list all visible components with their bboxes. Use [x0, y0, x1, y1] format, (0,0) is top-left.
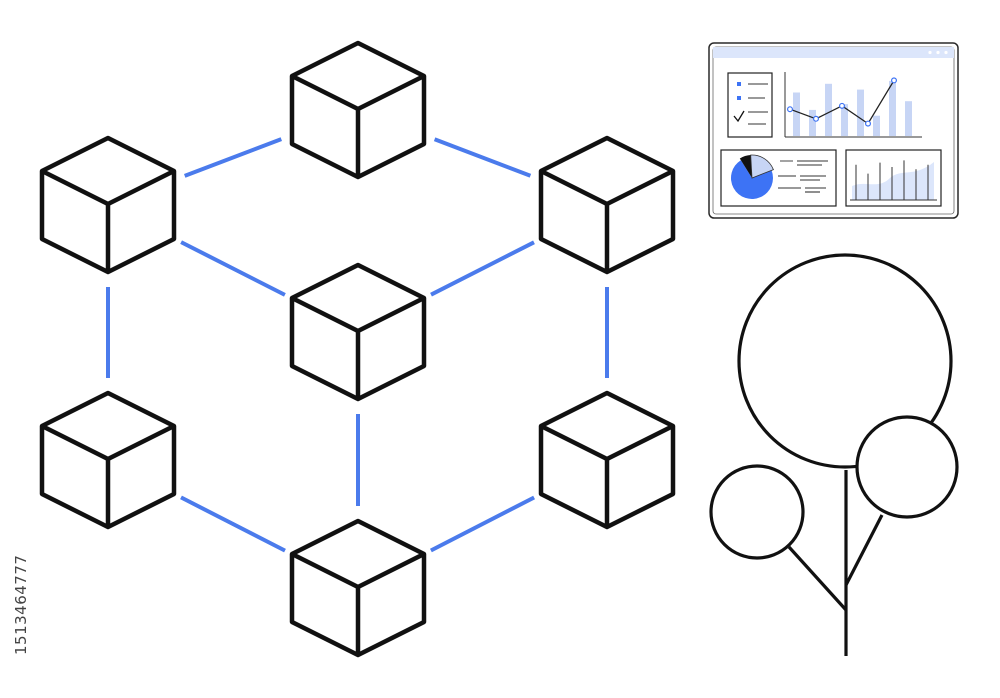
stock-id-watermark: 1513464777 [10, 460, 34, 660]
connector-top-upper-left [183, 137, 283, 178]
area-shape [852, 162, 934, 200]
tree-crown-large [737, 253, 953, 469]
trend-point-2 [812, 115, 819, 122]
checklist-marker-1 [737, 82, 741, 86]
pie-slice-2 [739, 155, 752, 178]
analytics-dashboard [708, 42, 959, 219]
tree-crown-medium-right [855, 415, 959, 519]
tree-branch-right [844, 514, 884, 586]
window-dot-3 [944, 50, 948, 55]
stock-id-text: 1513464777 [12, 554, 30, 655]
connector-top-upper-right [433, 137, 532, 178]
window-dot-2 [936, 50, 940, 55]
network-nodes [39, 40, 676, 658]
bar-6 [873, 115, 880, 136]
check-icon [733, 110, 745, 123]
window-dot-1 [928, 50, 932, 55]
cube-top [289, 40, 427, 180]
trend-point-3 [838, 102, 845, 109]
monitor-title-bar [713, 47, 954, 58]
cube-upper-left [39, 135, 177, 275]
bar-2 [809, 109, 816, 136]
trend-point-5 [890, 77, 897, 84]
cube-lower-right [538, 390, 676, 530]
bar-7 [889, 80, 896, 136]
abstract-tree [709, 253, 959, 656]
bar-5 [857, 89, 864, 136]
bar-3 [825, 83, 832, 136]
trend-point-1 [786, 106, 793, 113]
trend-point-4 [864, 120, 871, 127]
tree-branch-left [787, 545, 848, 612]
checklist-marker-2 [737, 96, 741, 100]
bar-1 [793, 92, 800, 136]
bar-8 [905, 101, 912, 136]
pie-slice-3 [750, 154, 774, 179]
tree-crown-small-left [709, 464, 805, 560]
cube-bottom [289, 518, 427, 658]
checklist-card [727, 72, 773, 138]
network-connectors [106, 137, 609, 553]
connector-upper-right-center [430, 240, 535, 297]
cube-lower-left [39, 390, 177, 530]
connector-upper-left-center [180, 240, 286, 297]
connector-lower-right-bottom [429, 495, 536, 553]
cube-center [289, 262, 427, 402]
bar-4 [841, 104, 848, 136]
connector-lower-left-bottom [180, 495, 286, 553]
pie-slice-1 [730, 160, 773, 200]
cube-upper-right [538, 135, 676, 275]
